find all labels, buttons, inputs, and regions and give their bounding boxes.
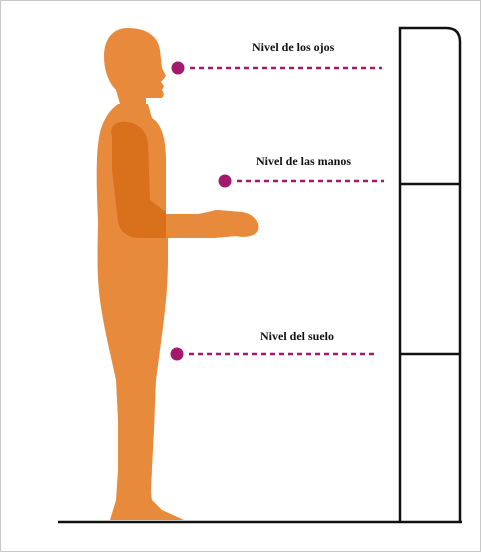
hand-level-marker: Nivel de las manos [219,154,385,188]
floor-level-label: Nivel del suelo [260,329,334,343]
person-head [104,28,166,104]
eye-level-dot [172,62,185,75]
person-hand [166,210,258,238]
hand-level-label: Nivel de las manos [256,154,351,168]
floor-level-dot [171,348,184,361]
shelf-outline [400,28,460,522]
floor-level-marker: Nivel del suelo [171,329,377,361]
eye-level-label: Nivel de los ojos [252,40,335,54]
hand-level-dot [219,175,232,188]
person-silhouette [97,28,259,520]
shelf-unit [400,28,460,522]
eye-level-marker: Nivel de los ojos [172,40,383,75]
